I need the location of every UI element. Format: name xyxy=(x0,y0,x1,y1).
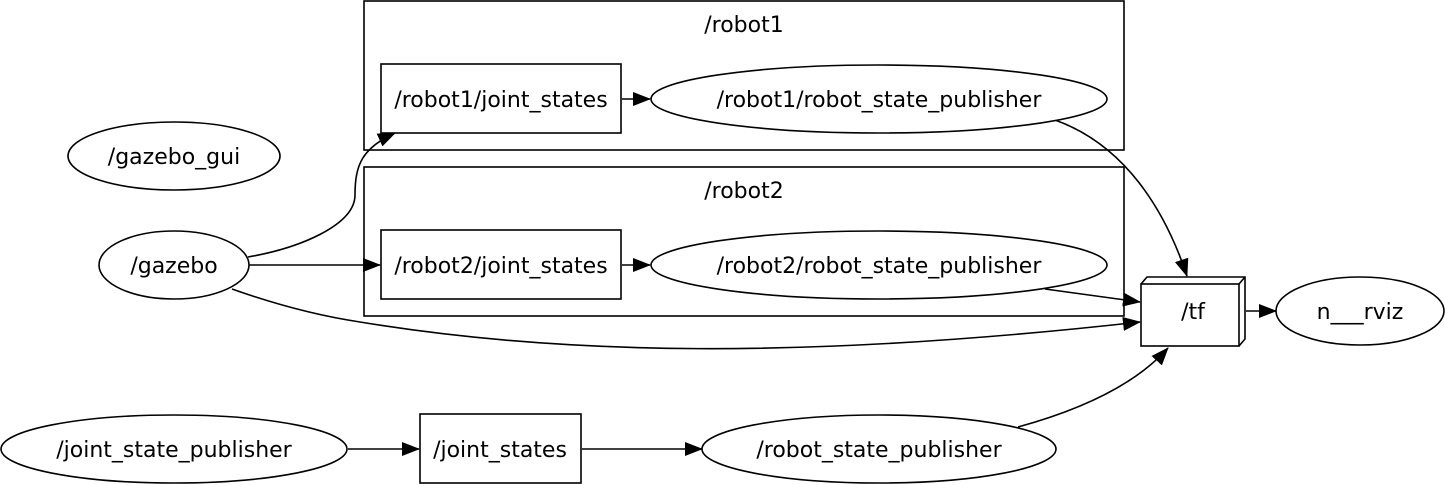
node-joint-states[interactable]: /joint_states xyxy=(419,413,582,484)
node-tf[interactable]: /tf xyxy=(1140,276,1246,347)
node-gazebo-gui[interactable]: /gazebo_gui xyxy=(67,121,281,191)
cluster-robot2: /robot2 xyxy=(363,166,1125,317)
edge-robot1-rsp-tf xyxy=(1054,119,1189,277)
node-joint-states-label: /joint_states xyxy=(433,438,567,463)
node-gazebo[interactable]: /gazebo xyxy=(98,230,250,300)
edge-rsp-tf xyxy=(1017,347,1169,428)
node-robot1-rsp-label: /robot1/robot_state_publisher xyxy=(717,88,1043,113)
node-rviz[interactable]: n___rviz xyxy=(1275,276,1445,346)
cluster-robot2-label: /robot2 xyxy=(704,179,783,204)
node-robot-state-publisher[interactable]: /robot_state_publisher xyxy=(701,414,1057,484)
node-gazebo-gui-label: /gazebo_gui xyxy=(108,145,240,170)
node-joint-state-publisher-label: /joint_state_publisher xyxy=(56,438,292,463)
edge-gazebo-tf xyxy=(231,288,1141,350)
cluster-robot1-label: /robot1 xyxy=(704,13,783,38)
node-robot2-rsp-label: /robot2/robot_state_publisher xyxy=(717,254,1043,279)
edge-gazebo-robot1-joint-states xyxy=(247,132,396,258)
node-robot2-robot-state-publisher[interactable]: /robot2/robot_state_publisher xyxy=(650,230,1108,300)
node-gazebo-label: /gazebo xyxy=(130,254,217,279)
edge-robot2-rsp-tf xyxy=(1044,288,1141,307)
cluster-robot1: /robot1 xyxy=(363,0,1125,151)
node-robot2-joint-states-label: /robot2/joint_states xyxy=(394,254,607,279)
node-rviz-label: n___rviz xyxy=(1317,300,1404,325)
node-tf-label: /tf xyxy=(1181,300,1206,325)
node-robot1-joint-states[interactable]: /robot1/joint_states xyxy=(380,63,622,134)
node-robot-state-publisher-label: /robot_state_publisher xyxy=(756,438,1002,463)
node-robot1-joint-states-label: /robot1/joint_states xyxy=(394,88,607,113)
edges xyxy=(231,92,1277,456)
node-robot2-joint-states[interactable]: /robot2/joint_states xyxy=(380,229,622,300)
node-robot1-robot-state-publisher[interactable]: /robot1/robot_state_publisher xyxy=(650,64,1108,134)
node-joint-state-publisher[interactable]: /joint_state_publisher xyxy=(0,414,348,484)
